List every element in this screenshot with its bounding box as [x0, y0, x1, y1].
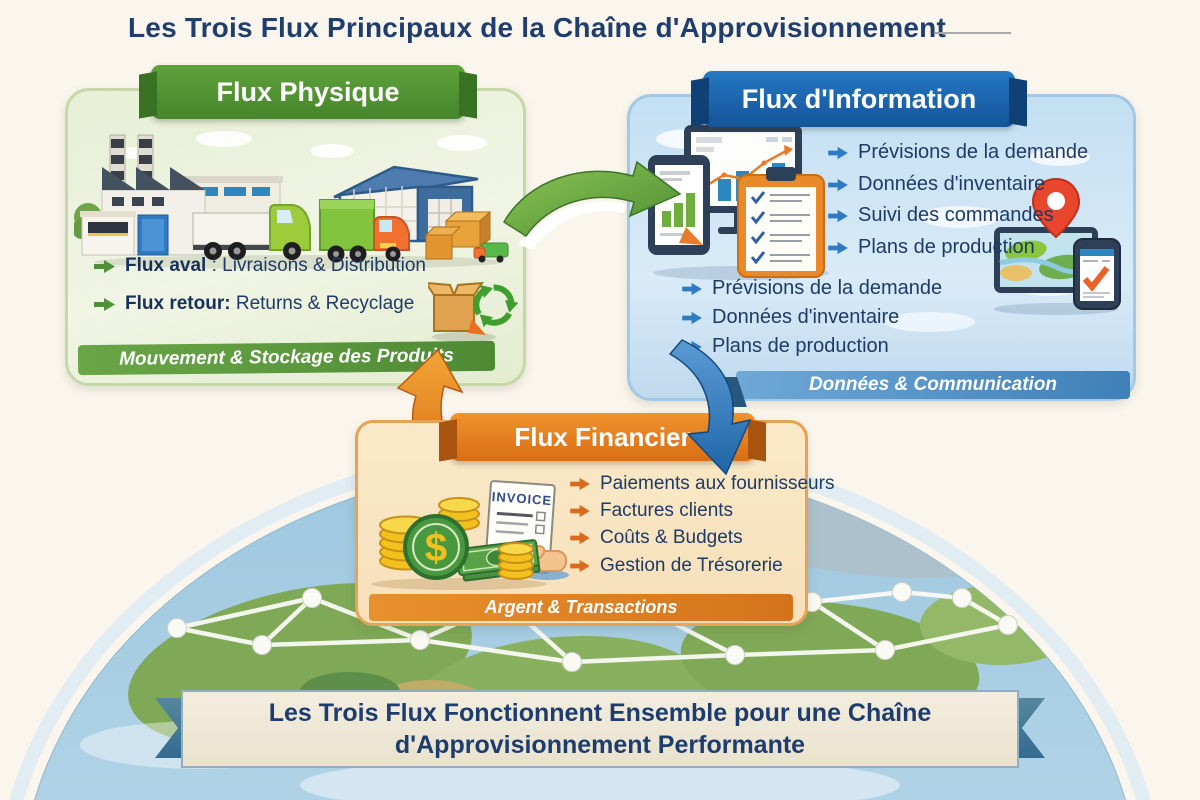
delivery-truck-icon: [319, 199, 410, 263]
flux-information-header-ribbon: Flux d'Information: [703, 71, 1015, 127]
arrow-bullet-icon: [828, 178, 848, 191]
flux-physique-title: Flux Physique: [216, 77, 400, 107]
arrow-bullet-icon: [570, 531, 590, 545]
page-title: Les Trois Flux Principaux de la Chaîne d…: [128, 12, 946, 43]
arrow-bullet-icon: [94, 259, 115, 273]
arrow-bullet-icon: [570, 559, 590, 573]
list-item-flux-retour: Flux retour: Returns & Recyclage: [94, 293, 414, 315]
arrow-bullet-icon: [94, 297, 115, 311]
flux-information-footer-ribbon: Données & Communication: [736, 371, 1130, 399]
money-invoice-illustration: INVOICE: [371, 480, 569, 590]
cargo-boxes-icon: [424, 210, 509, 263]
blue-flow-arrow: [668, 339, 752, 476]
list-item: Coûts & Budgets: [570, 527, 743, 549]
arrow-bullet-icon: [828, 241, 848, 254]
list-item: Données d'inventaire: [682, 306, 899, 329]
cardboard-box-icon: [428, 281, 486, 335]
list-item-flux-aval: Flux aval : Livraisons & Distribution: [94, 255, 426, 277]
flux-information-title: Flux d'Information: [741, 84, 977, 114]
coin-stack-icon: [498, 542, 534, 580]
panel-flux-financier: Flux Financier INVOICE: [355, 413, 834, 626]
box-truck-icon: [192, 204, 311, 260]
list-item: Suivi des commandes: [828, 204, 1054, 227]
arrow-bullet-icon: [828, 209, 848, 222]
map-phone-illustration: [994, 177, 1121, 315]
arrow-bullet-icon: [682, 282, 702, 295]
map-pin-icon: [1031, 177, 1081, 239]
list-item: Factures clients: [570, 500, 733, 522]
flux-financier-footer-ribbon: Argent & Transactions: [369, 594, 793, 621]
arrow-bullet-icon: [570, 477, 590, 491]
list-item: Gestion de Trésorerie: [570, 555, 783, 577]
banner-line-1: Les Trois Flux Fonctionnent Ensemble pou…: [268, 698, 932, 727]
arrow-bullet-icon: [682, 311, 702, 324]
factory-truck-warehouse-illustration: [74, 131, 509, 269]
dollar-coin-icon: $: [403, 514, 469, 580]
list-item: Plans de production: [828, 236, 1035, 259]
flux-financier-title: Flux Financier: [514, 422, 691, 452]
devices-illustration: [648, 125, 829, 280]
box-recycle-illustration: [428, 281, 519, 342]
phone-check-icon: [1073, 238, 1121, 310]
banner-line-2: d'Approvisionnement Performante: [394, 731, 806, 759]
flux-financier-footer-label: Argent & Transactions: [484, 597, 678, 617]
tablet-chart-icon: [648, 155, 710, 255]
title-rule: [935, 32, 1011, 34]
arrow-bullet-icon: [828, 146, 848, 159]
panel-flux-physique: Flux Physique: [65, 65, 526, 386]
invoice-label: INVOICE: [491, 489, 552, 508]
panel-flux-information: Flux d'Information: [627, 71, 1136, 401]
list-item: Prévisions de la demande: [682, 277, 942, 300]
list-item: Paiements aux fournisseurs: [570, 473, 834, 495]
flux-information-footer-label: Données & Communication: [808, 374, 1058, 395]
recycle-icon: [473, 284, 519, 328]
clouds-icon: [118, 131, 487, 159]
arrow-bullet-icon: [570, 504, 590, 518]
conclusion-banner: Les Trois Flux Fonctionnent Ensemble pou…: [155, 690, 1045, 768]
list-item: Prévisions de la demande: [828, 141, 1088, 164]
dollar-sign: $: [425, 526, 447, 570]
flux-physique-header-ribbon: Flux Physique: [151, 65, 465, 119]
green-flow-arrow: [502, 160, 682, 250]
banner-plate: Les Trois Flux Fonctionnent Ensemble pou…: [181, 690, 1019, 768]
clipboard-checklist-icon: [737, 167, 825, 278]
list-item: Données d'inventaire: [828, 173, 1045, 196]
